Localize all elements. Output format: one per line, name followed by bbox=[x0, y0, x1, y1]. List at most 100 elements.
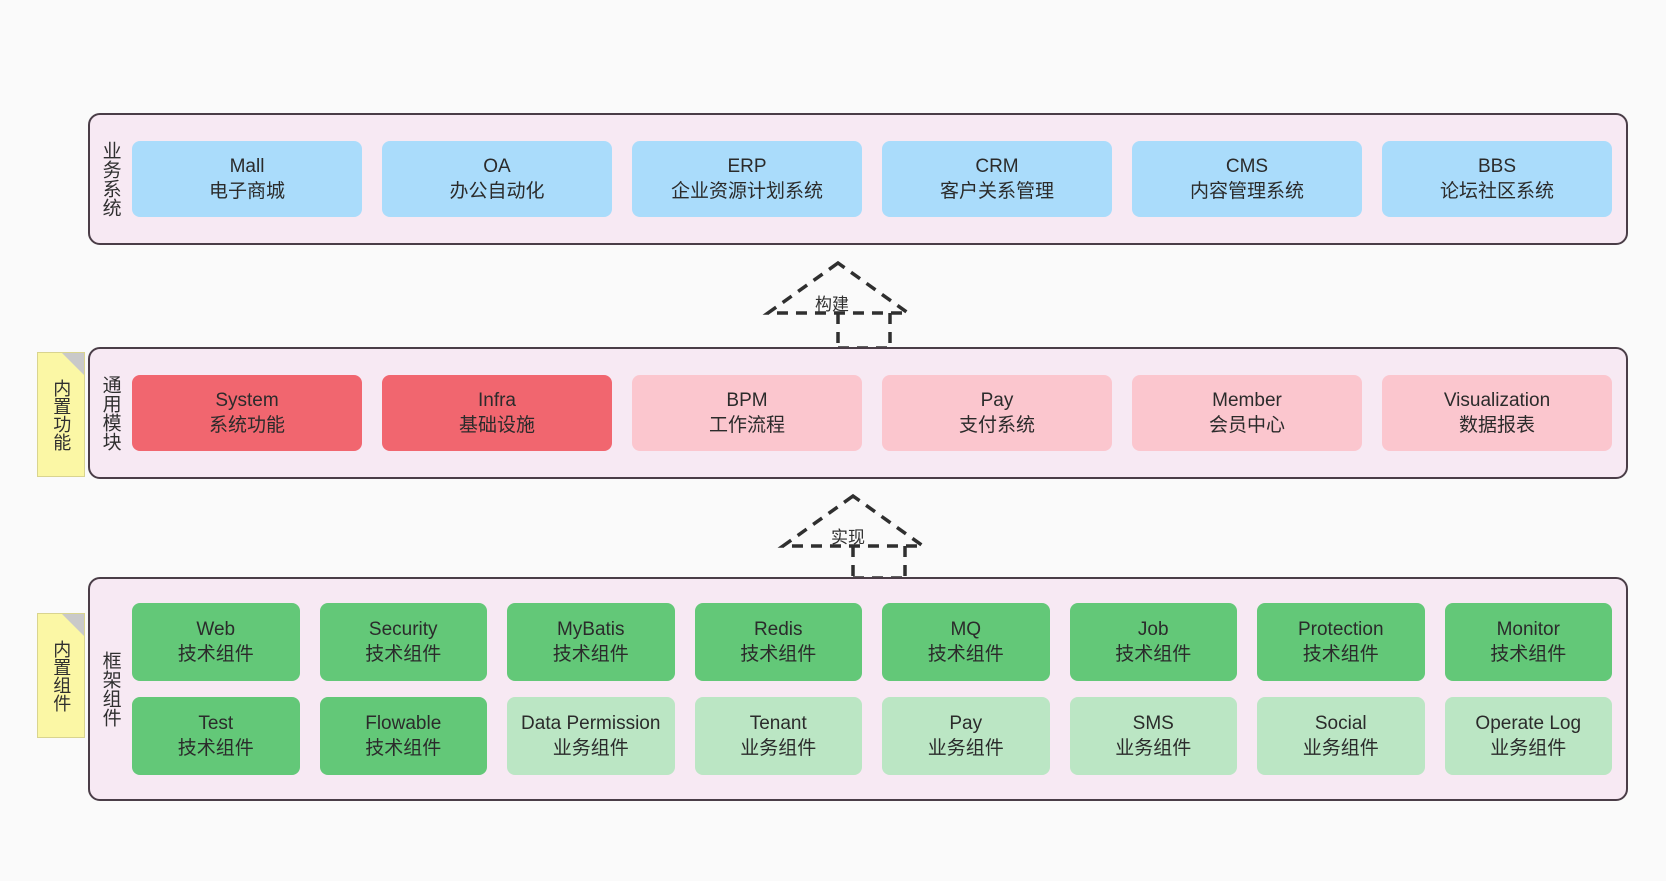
card-subtitle: 技术组件 bbox=[1302, 644, 1379, 665]
card-data-permission[interactable]: Data Permission 业务组件 bbox=[507, 697, 675, 775]
card-subtitle: 支付系统 bbox=[958, 415, 1035, 436]
card-title: Social bbox=[1314, 712, 1367, 734]
card-crm[interactable]: CRM 客户关系管理 bbox=[882, 141, 1112, 217]
layer-business-systems: 业务系统 Mall 电子商城 OA 办公自动化 ERP 企业资源计划系统 CRM… bbox=[88, 113, 1628, 245]
card-subtitle: 工作流程 bbox=[708, 415, 785, 436]
card-title: Flowable bbox=[365, 712, 442, 734]
card-title: Pay bbox=[949, 712, 983, 734]
card-title: BPM bbox=[726, 389, 768, 411]
card-title: Member bbox=[1212, 389, 1282, 411]
card-tenant[interactable]: Tenant 业务组件 bbox=[694, 697, 862, 775]
card-oa[interactable]: OA 办公自动化 bbox=[382, 141, 612, 217]
card-flowable[interactable]: Flowable 技术组件 bbox=[319, 697, 487, 775]
card-row: Mall 电子商城 OA 办公自动化 ERP 企业资源计划系统 CRM 客户关系… bbox=[132, 141, 1612, 217]
card-infra[interactable]: Infra 基础设施 bbox=[382, 375, 612, 451]
card-erp[interactable]: ERP 企业资源计划系统 bbox=[632, 141, 862, 217]
card-title: CMS bbox=[1225, 155, 1269, 177]
card-subtitle: 技术组件 bbox=[552, 644, 629, 665]
card-subtitle: 客户关系管理 bbox=[939, 181, 1054, 202]
card-subtitle: 会员中心 bbox=[1208, 415, 1285, 436]
card-title: Tenant bbox=[749, 712, 807, 734]
card-title: Monitor bbox=[1496, 618, 1560, 640]
card-subtitle: 业务组件 bbox=[740, 738, 817, 759]
layer-body-business-systems: Mall 电子商城 OA 办公自动化 ERP 企业资源计划系统 CRM 客户关系… bbox=[130, 115, 1626, 243]
card-bbs[interactable]: BBS 论坛社区系统 bbox=[1382, 141, 1612, 217]
card-sms[interactable]: SMS 业务组件 bbox=[1069, 697, 1237, 775]
card-title: ERP bbox=[727, 155, 767, 177]
card-monitor[interactable]: Monitor 技术组件 bbox=[1444, 603, 1612, 681]
card-title: Web bbox=[196, 618, 236, 640]
card-title: OA bbox=[483, 155, 511, 177]
card-title: Security bbox=[368, 618, 438, 640]
card-subtitle: 内容管理系统 bbox=[1189, 181, 1304, 202]
card-social[interactable]: Social 业务组件 bbox=[1257, 697, 1425, 775]
card-title: MQ bbox=[950, 618, 982, 640]
card-title: Infra bbox=[477, 389, 517, 411]
card-subtitle: 技术组件 bbox=[365, 738, 442, 759]
card-title: Test bbox=[198, 712, 234, 734]
card-title: Visualization bbox=[1443, 389, 1551, 411]
note-fold-icon bbox=[62, 614, 84, 636]
card-title: Protection bbox=[1297, 618, 1384, 640]
card-title: System bbox=[215, 389, 279, 411]
card-subtitle: 论坛社区系统 bbox=[1439, 181, 1554, 202]
card-visualization[interactable]: Visualization 数据报表 bbox=[1382, 375, 1612, 451]
card-bpm[interactable]: BPM 工作流程 bbox=[632, 375, 862, 451]
card-title: BBS bbox=[1477, 155, 1517, 177]
card-subtitle: 业务组件 bbox=[927, 738, 1004, 759]
layer-body-framework-components: Web 技术组件 Security 技术组件 MyBatis 技术组件 Redi… bbox=[130, 579, 1626, 799]
card-row: System 系统功能 Infra 基础设施 BPM 工作流程 Pay 支付系统… bbox=[132, 375, 1612, 451]
card-redis[interactable]: Redis 技术组件 bbox=[694, 603, 862, 681]
card-title: Data Permission bbox=[521, 712, 661, 734]
card-subtitle: 业务组件 bbox=[1115, 738, 1192, 759]
card-web[interactable]: Web 技术组件 bbox=[132, 603, 300, 681]
layer-body-common-modules: System 系统功能 Infra 基础设施 BPM 工作流程 Pay 支付系统… bbox=[130, 349, 1626, 477]
card-subtitle: 数据报表 bbox=[1458, 415, 1535, 436]
card-subtitle: 企业资源计划系统 bbox=[670, 181, 823, 202]
card-operate-log[interactable]: Operate Log 业务组件 bbox=[1444, 697, 1612, 775]
card-test[interactable]: Test 技术组件 bbox=[132, 697, 300, 775]
card-pay-business[interactable]: Pay 业务组件 bbox=[882, 697, 1050, 775]
layer-common-modules: 通用模块 System 系统功能 Infra 基础设施 BPM 工作流程 Pay… bbox=[88, 347, 1628, 479]
card-member[interactable]: Member 会员中心 bbox=[1132, 375, 1362, 451]
card-system[interactable]: System 系统功能 bbox=[132, 375, 362, 451]
card-row: Test 技术组件 Flowable 技术组件 Data Permission … bbox=[132, 697, 1612, 775]
card-row: Web 技术组件 Security 技术组件 MyBatis 技术组件 Redi… bbox=[132, 603, 1612, 681]
card-security[interactable]: Security 技术组件 bbox=[319, 603, 487, 681]
note-builtin-functions: 内置功能 bbox=[37, 352, 85, 477]
card-cms[interactable]: CMS 内容管理系统 bbox=[1132, 141, 1362, 217]
card-subtitle: 基础设施 bbox=[458, 415, 535, 436]
card-subtitle: 技术组件 bbox=[365, 644, 442, 665]
card-title: CRM bbox=[975, 155, 1019, 177]
card-title: Operate Log bbox=[1475, 712, 1582, 734]
layer-title-business-systems: 业务系统 bbox=[99, 141, 121, 217]
card-title: Mall bbox=[229, 155, 265, 177]
card-mq[interactable]: MQ 技术组件 bbox=[882, 603, 1050, 681]
card-subtitle: 业务组件 bbox=[1490, 738, 1567, 759]
note-fold-icon bbox=[62, 353, 84, 375]
card-subtitle: 电子商城 bbox=[208, 181, 285, 202]
card-title: Job bbox=[1137, 618, 1169, 640]
card-subtitle: 技术组件 bbox=[1490, 644, 1567, 665]
card-mall[interactable]: Mall 电子商城 bbox=[132, 141, 362, 217]
card-mybatis[interactable]: MyBatis 技术组件 bbox=[507, 603, 675, 681]
card-subtitle: 系统功能 bbox=[208, 415, 285, 436]
card-subtitle: 办公自动化 bbox=[449, 181, 545, 202]
layer-title-framework-components: 框架组件 bbox=[99, 651, 121, 727]
card-title: SMS bbox=[1132, 712, 1174, 734]
card-job[interactable]: Job 技术组件 bbox=[1069, 603, 1237, 681]
note-label: 内置功能 bbox=[51, 378, 72, 451]
card-subtitle: 业务组件 bbox=[1302, 738, 1379, 759]
card-title: MyBatis bbox=[556, 618, 625, 640]
note-label: 内置组件 bbox=[51, 639, 72, 712]
card-subtitle: 技术组件 bbox=[177, 644, 254, 665]
card-pay[interactable]: Pay 支付系统 bbox=[882, 375, 1112, 451]
card-subtitle: 技术组件 bbox=[740, 644, 817, 665]
card-subtitle: 技术组件 bbox=[927, 644, 1004, 665]
arrow-label-build: 构建 bbox=[815, 295, 849, 314]
card-protection[interactable]: Protection 技术组件 bbox=[1257, 603, 1425, 681]
card-subtitle: 业务组件 bbox=[552, 738, 629, 759]
card-title: Redis bbox=[753, 618, 803, 640]
layer-title-common-modules: 通用模块 bbox=[99, 375, 121, 451]
